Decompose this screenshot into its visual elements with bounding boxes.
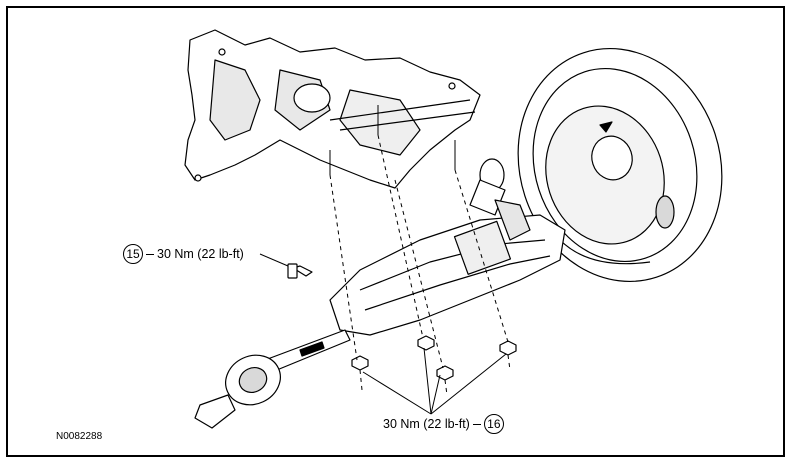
figure-id: N0082288 bbox=[56, 431, 103, 442]
callout-dash bbox=[472, 423, 481, 425]
column-support-bracket bbox=[184, 29, 481, 189]
bolt-15 bbox=[287, 263, 313, 279]
torque-spec: 30 Nm (22 lb-ft) bbox=[383, 417, 470, 431]
steering-wheel bbox=[517, 47, 723, 283]
alignment-lines bbox=[329, 134, 511, 396]
column-housing bbox=[329, 158, 566, 336]
callout-16: 30 Nm (22 lb-ft) 16 bbox=[383, 414, 504, 434]
callout-dash bbox=[146, 253, 154, 255]
callout-number: 15 bbox=[123, 244, 143, 264]
intermediate-shaft bbox=[194, 329, 351, 429]
leader-lines bbox=[259, 253, 507, 415]
nuts-16 bbox=[351, 335, 517, 381]
figure-frame bbox=[6, 6, 785, 457]
mounting-studs bbox=[329, 105, 456, 175]
torque-spec: 30 Nm (22 lb-ft) bbox=[157, 247, 244, 261]
callout-number: 16 bbox=[483, 414, 504, 434]
callout-15: 15 30 Nm (22 lb-ft) bbox=[123, 244, 244, 264]
